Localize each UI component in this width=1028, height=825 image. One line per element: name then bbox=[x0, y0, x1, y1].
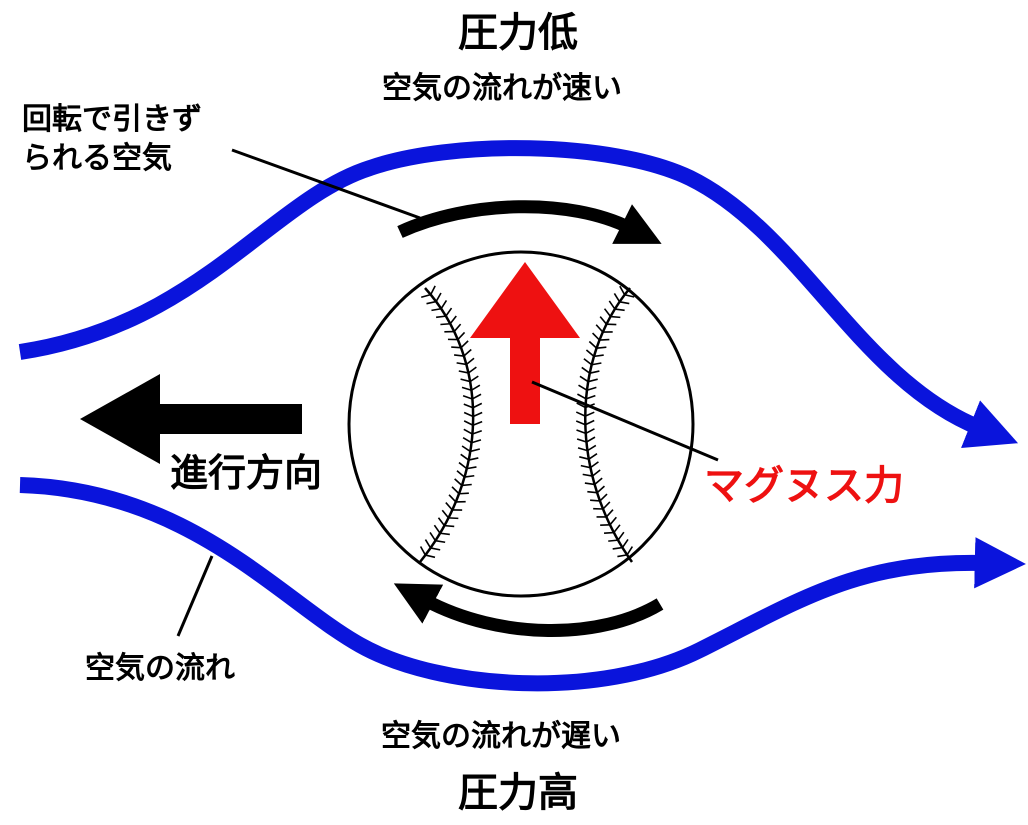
spin-dragged-air-line2: られる空気 bbox=[22, 141, 172, 176]
leader-line-magnus bbox=[531, 380, 719, 462]
fast-airflow-label: 空気の流れが速い bbox=[382, 71, 622, 106]
arrow-up-icon bbox=[470, 262, 580, 424]
direction-of-travel-label: 進行方向 bbox=[170, 451, 323, 495]
pressure-high-title: 圧力高 bbox=[458, 770, 578, 816]
pressure-low-title: 圧力低 bbox=[458, 10, 578, 56]
arrow-left-icon bbox=[80, 374, 302, 464]
leader-line-spin-air bbox=[231, 148, 421, 220]
airflow-label: 空気の流れ bbox=[85, 651, 235, 686]
leader-line-airflow bbox=[176, 555, 214, 637]
spin-arrow-bottom bbox=[393, 583, 664, 637]
spin-dragged-air-line1: 回転で引きず bbox=[22, 102, 202, 137]
airflow-upper-line bbox=[18, 140, 1019, 448]
magnus-force-label: マグヌス力 bbox=[704, 463, 904, 509]
slow-airflow-label: 空気の流れが遅い bbox=[381, 719, 621, 754]
spin-dragged-air-label: 回転で引きず られる空気 bbox=[22, 100, 202, 178]
spin-arrow-top bbox=[397, 200, 662, 244]
airflow-lower-line bbox=[19, 477, 1026, 692]
